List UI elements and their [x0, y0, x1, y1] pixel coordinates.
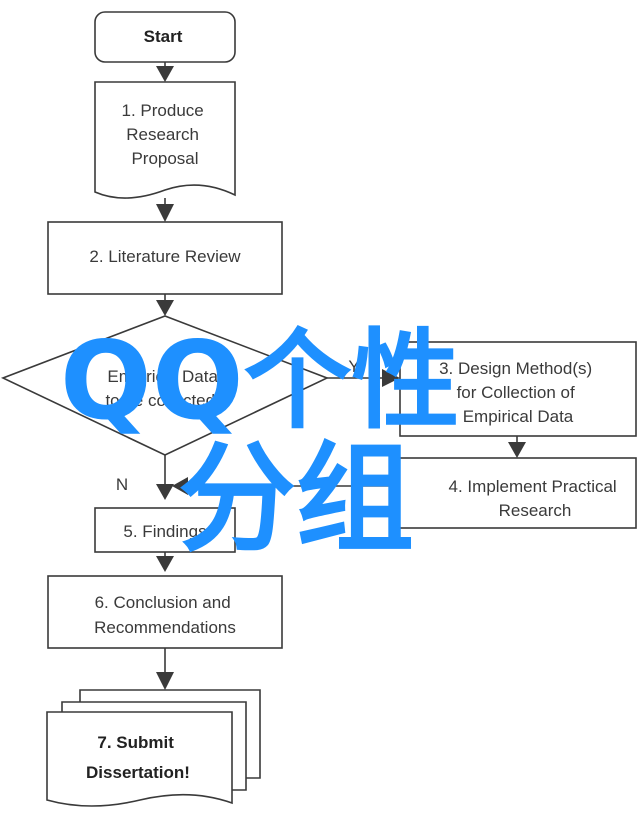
watermark-line2: 分组 — [178, 430, 414, 568]
decision-yes-label: Y — [348, 357, 359, 376]
step4-node: 4. Implement Practical Research — [397, 457, 637, 529]
watermark: QQ个性 分组 — [60, 319, 460, 568]
step2-label: 2. Literature Review — [89, 247, 241, 266]
watermark-line1: QQ个性 — [60, 319, 460, 444]
start-node: Start — [94, 11, 236, 63]
step3-node: 3. Design Method(s) for Collection of Em… — [399, 341, 637, 437]
step6-node: 6. Conclusion and Recommendations — [47, 575, 283, 649]
decision-label: Empirical Data to be collected? — [105, 367, 224, 410]
step2-node: 2. Literature Review — [47, 221, 283, 295]
step5-node: 5. Findings — [94, 507, 236, 553]
step4-label: 4. Implement Practical Research — [449, 477, 622, 520]
decision-node: Empirical Data to be collected? Y N — [0, 315, 360, 494]
step7-node: 7. Submit Dissertation! — [46, 689, 261, 807]
step3-label: 3. Design Method(s) for Collection of Em… — [439, 359, 597, 426]
arrowheads — [156, 66, 526, 690]
step6-label: 6. Conclusion and Recommendations — [94, 593, 236, 637]
step1-label: 1. Produce Research Proposal — [122, 101, 209, 168]
decision-no-label: N — [116, 475, 128, 494]
step7-label: 7. Submit Dissertation! — [86, 733, 190, 782]
step1-node: 1. Produce Research Proposal — [94, 81, 236, 199]
start-label: Start — [144, 27, 183, 46]
step5-label: 5. Findings — [123, 522, 206, 541]
